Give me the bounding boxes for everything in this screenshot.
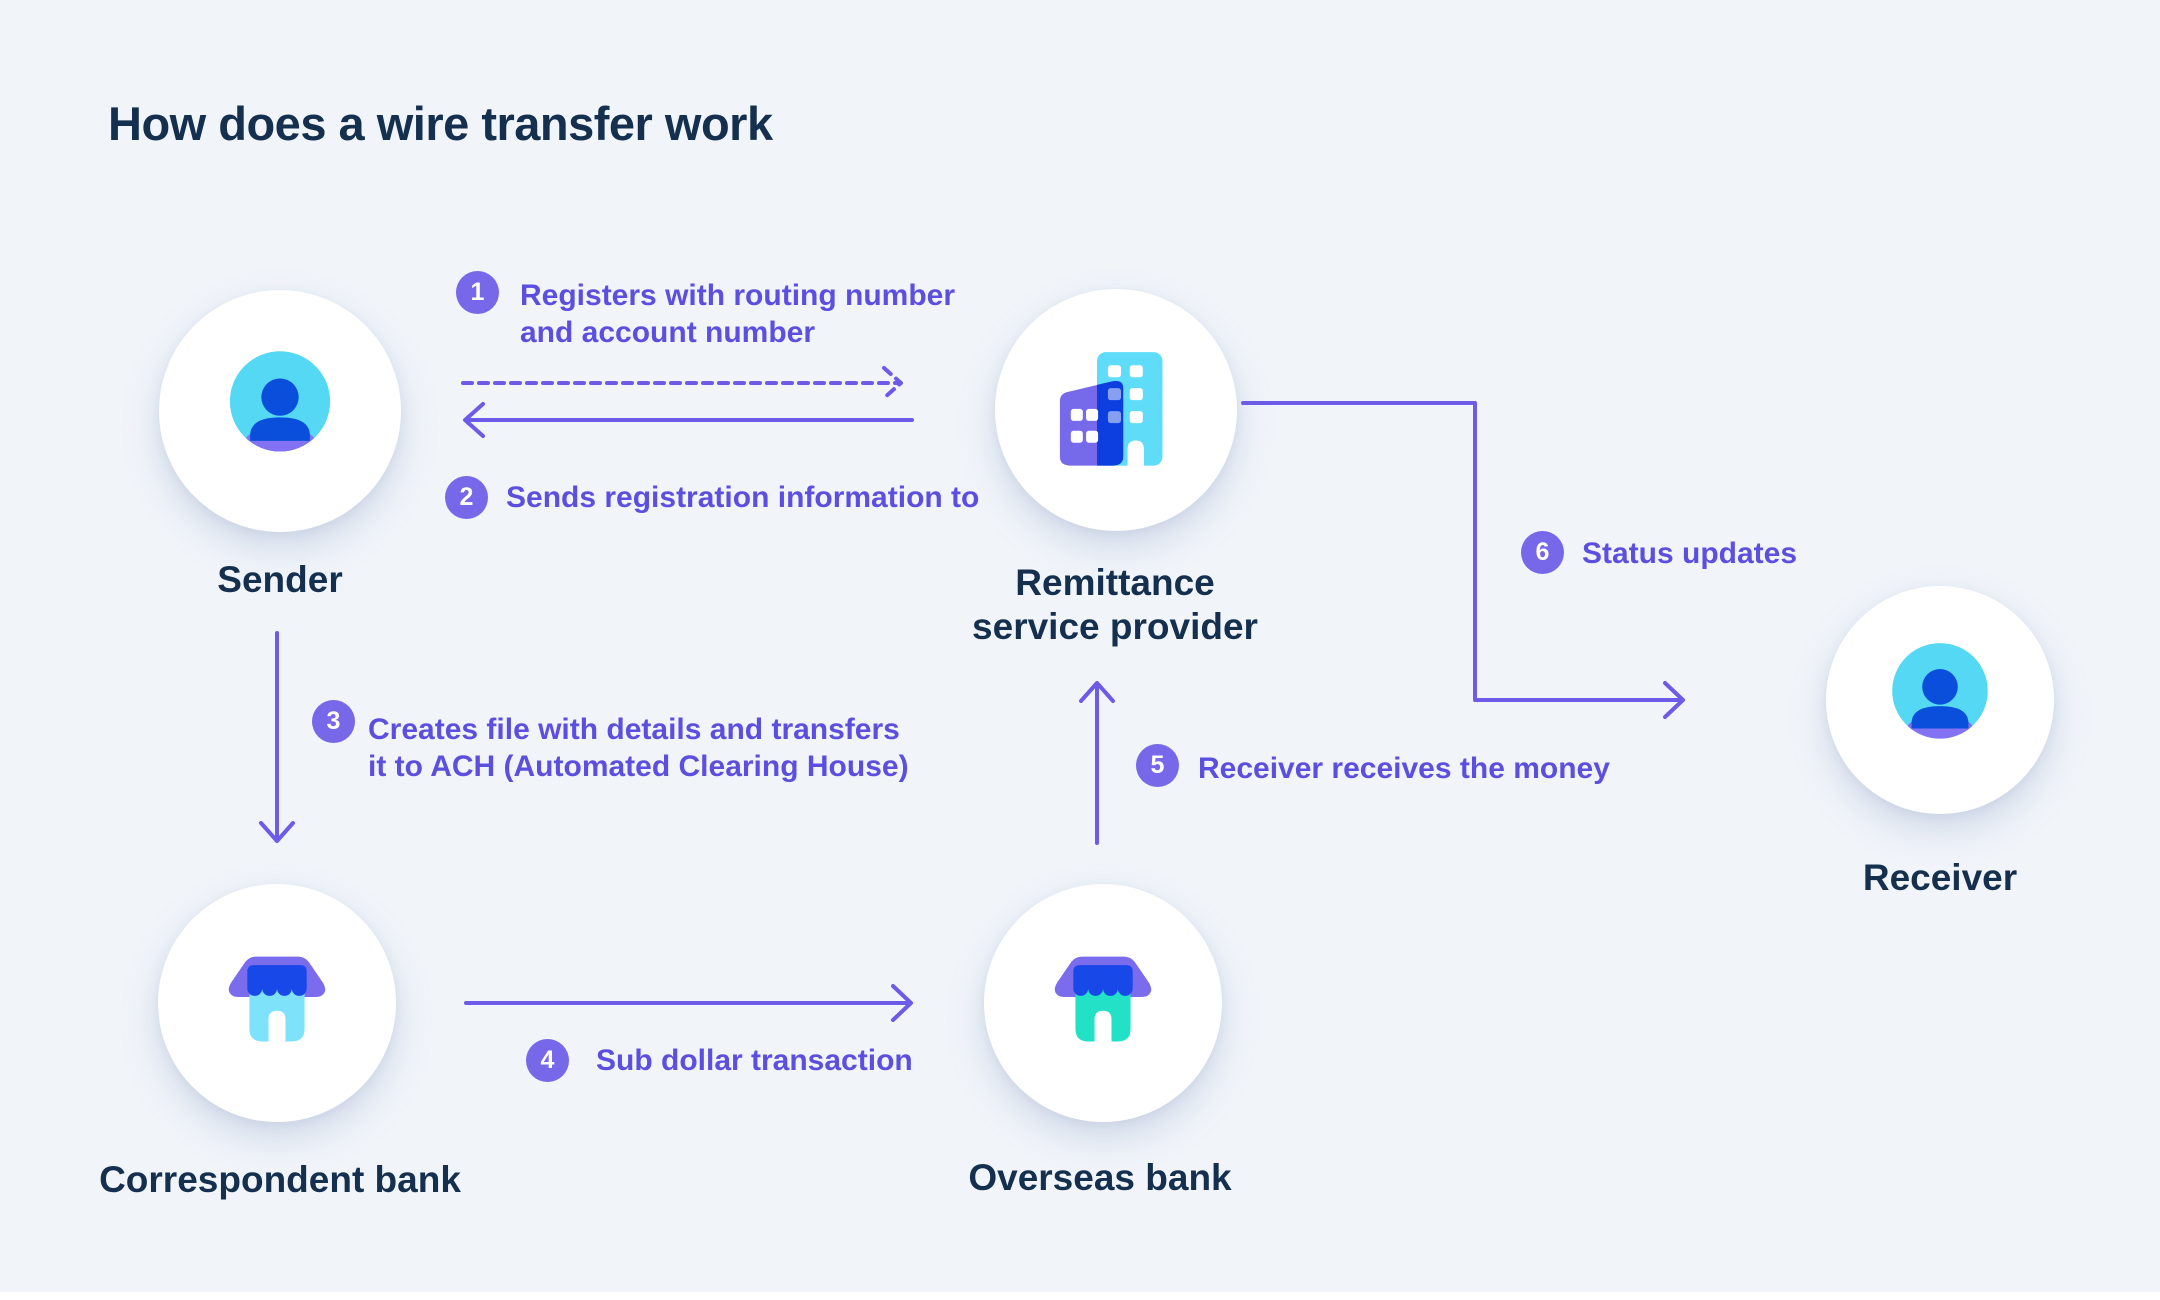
person-icon — [1892, 643, 1988, 739]
step-1-badge: 1 — [456, 271, 499, 314]
step-4-badge: 4 — [526, 1039, 569, 1082]
step-6-badge: 6 — [1521, 531, 1564, 574]
step-2-label: Sends registration information to — [506, 481, 980, 514]
arrow-step-4 — [464, 984, 913, 1022]
node-label-correspondent-bank: Correspondent bank — [99, 1159, 461, 1200]
person-icon — [229, 351, 331, 452]
storefront-icon — [228, 956, 326, 1042]
arrow-step-1-head — [882, 366, 903, 400]
diagram-title: How does a wire transfer work — [108, 97, 773, 150]
node-receiver — [1826, 586, 2054, 814]
node-label-remittance: Remittance service provider — [972, 562, 1258, 647]
storefront-icon — [1054, 956, 1152, 1042]
arrow-step-6 — [1241, 401, 1685, 719]
step-3-badge: 3 — [312, 700, 355, 743]
arrow-step-5 — [1079, 681, 1115, 845]
node-label-sender: Sender — [217, 559, 343, 600]
node-label-receiver: Receiver — [1862, 857, 2018, 898]
step-1-label: Registers with routing number and accoun… — [520, 279, 956, 349]
node-remittance — [995, 289, 1237, 531]
bottom-strip — [0, 1292, 2160, 1300]
node-label-overseas-bank: Overseas bank — [968, 1157, 1232, 1198]
step-6-label: Status updates — [1582, 537, 1798, 570]
step-3-label: Creates file with details and transfers … — [368, 713, 909, 783]
step-4-label: Sub dollar transaction — [596, 1044, 913, 1077]
step-2-badge: 2 — [445, 476, 488, 519]
arrow-step-2 — [463, 402, 914, 438]
node-sender — [159, 290, 401, 532]
node-overseas-bank — [984, 884, 1222, 1122]
buildings-icon — [1059, 352, 1163, 466]
arrow-step-3 — [259, 631, 295, 843]
node-correspondent-bank — [158, 884, 396, 1122]
step-5-label: Receiver receives the money — [1198, 752, 1610, 785]
step-5-badge: 5 — [1136, 744, 1179, 787]
